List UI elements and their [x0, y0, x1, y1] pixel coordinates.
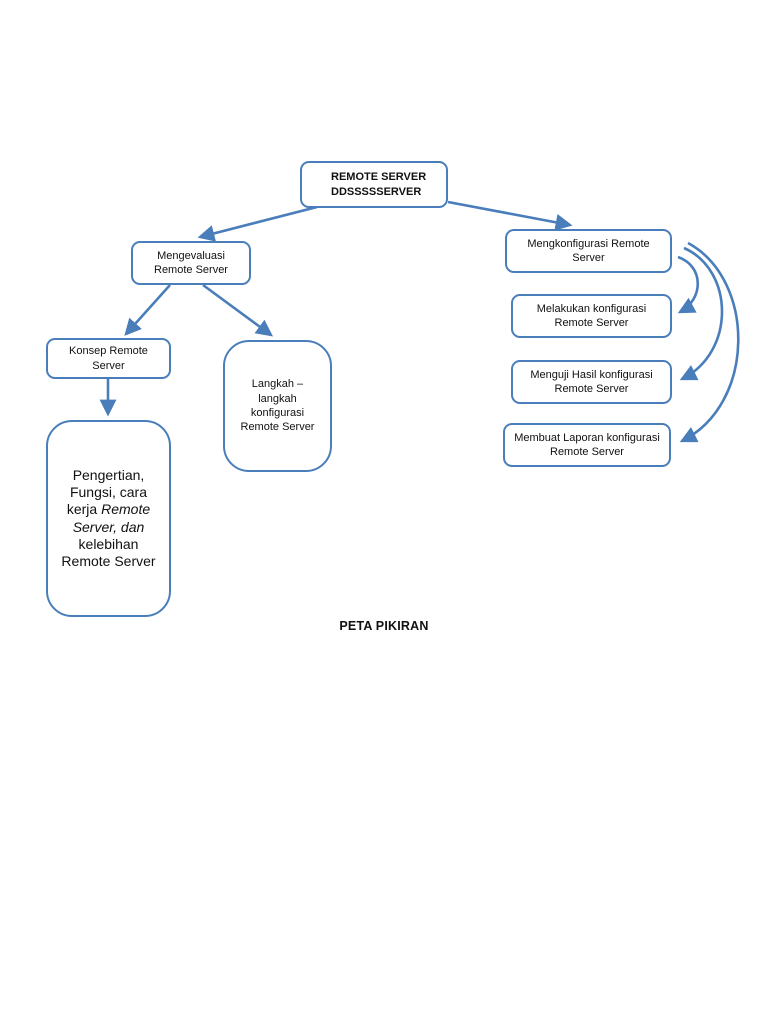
node-langkah: Langkah – langkah konfigurasi Remote Ser…: [223, 340, 332, 472]
connector-arc-mengkonfigurasi-to-melakukan: [677, 255, 700, 314]
node-remote-server-line1: REMOTE SERVER: [331, 171, 427, 184]
node-melakukan-konfigurasi-label: Melakukan konfigurasi Remote Server: [536, 302, 647, 329]
node-membuat-laporan-label: Membuat Laporan konfigurasi Remote Serve…: [514, 431, 660, 458]
node-remote-server: REMOTE SERVER DDSSSSSERVER: [300, 161, 448, 208]
node-remote-server-line2: DDSSSSSERVER: [331, 185, 422, 198]
node-mengkonfigurasi: Mengkonfigurasi Remote Server: [505, 229, 672, 273]
node-pengertian-detail-label: Pengertian, Fungsi, cara kerja Remote Se…: [61, 467, 156, 569]
connector-arc-mengkonfigurasi-to-membuat: [679, 241, 740, 443]
connector-mengevaluasi-to-konsep: [124, 284, 171, 336]
node-remote-server-label: REMOTE SERVER DDSSSSSERVER: [331, 170, 426, 199]
node-menguji-hasil: Menguji Hasil konfigurasi Remote Server: [511, 360, 672, 404]
node-langkah-label: Langkah – langkah konfigurasi Remote Ser…: [240, 378, 315, 434]
connector-arc-mengkonfigurasi-to-menguji: [679, 246, 724, 381]
node-membuat-laporan: Membuat Laporan konfigurasi Remote Serve…: [503, 423, 671, 467]
node-menguji-hasil-label: Menguji Hasil konfigurasi Remote Server: [530, 368, 653, 395]
node-mengevaluasi-label: Mengevaluasi Remote Server: [154, 249, 228, 276]
connector-root-to-mengevaluasi: [197, 205, 318, 242]
node-pengertian-detail: Pengertian, Fungsi, cara kerja Remote Se…: [46, 420, 171, 617]
node-mengevaluasi: Mengevaluasi Remote Server: [131, 241, 251, 285]
node-melakukan-konfigurasi: Melakukan konfigurasi Remote Server: [511, 294, 672, 338]
node-konsep: Konsep Remote Server: [46, 338, 171, 379]
connector-mengevaluasi-to-langkah: [202, 283, 274, 337]
connector-root-to-mengkonfigurasi: [447, 200, 573, 231]
page-title: PETA PIKIRAN: [339, 619, 429, 633]
node-konsep-label: Konsep Remote Server: [69, 345, 148, 372]
node-mengkonfigurasi-label: Mengkonfigurasi Remote Server: [527, 237, 650, 264]
